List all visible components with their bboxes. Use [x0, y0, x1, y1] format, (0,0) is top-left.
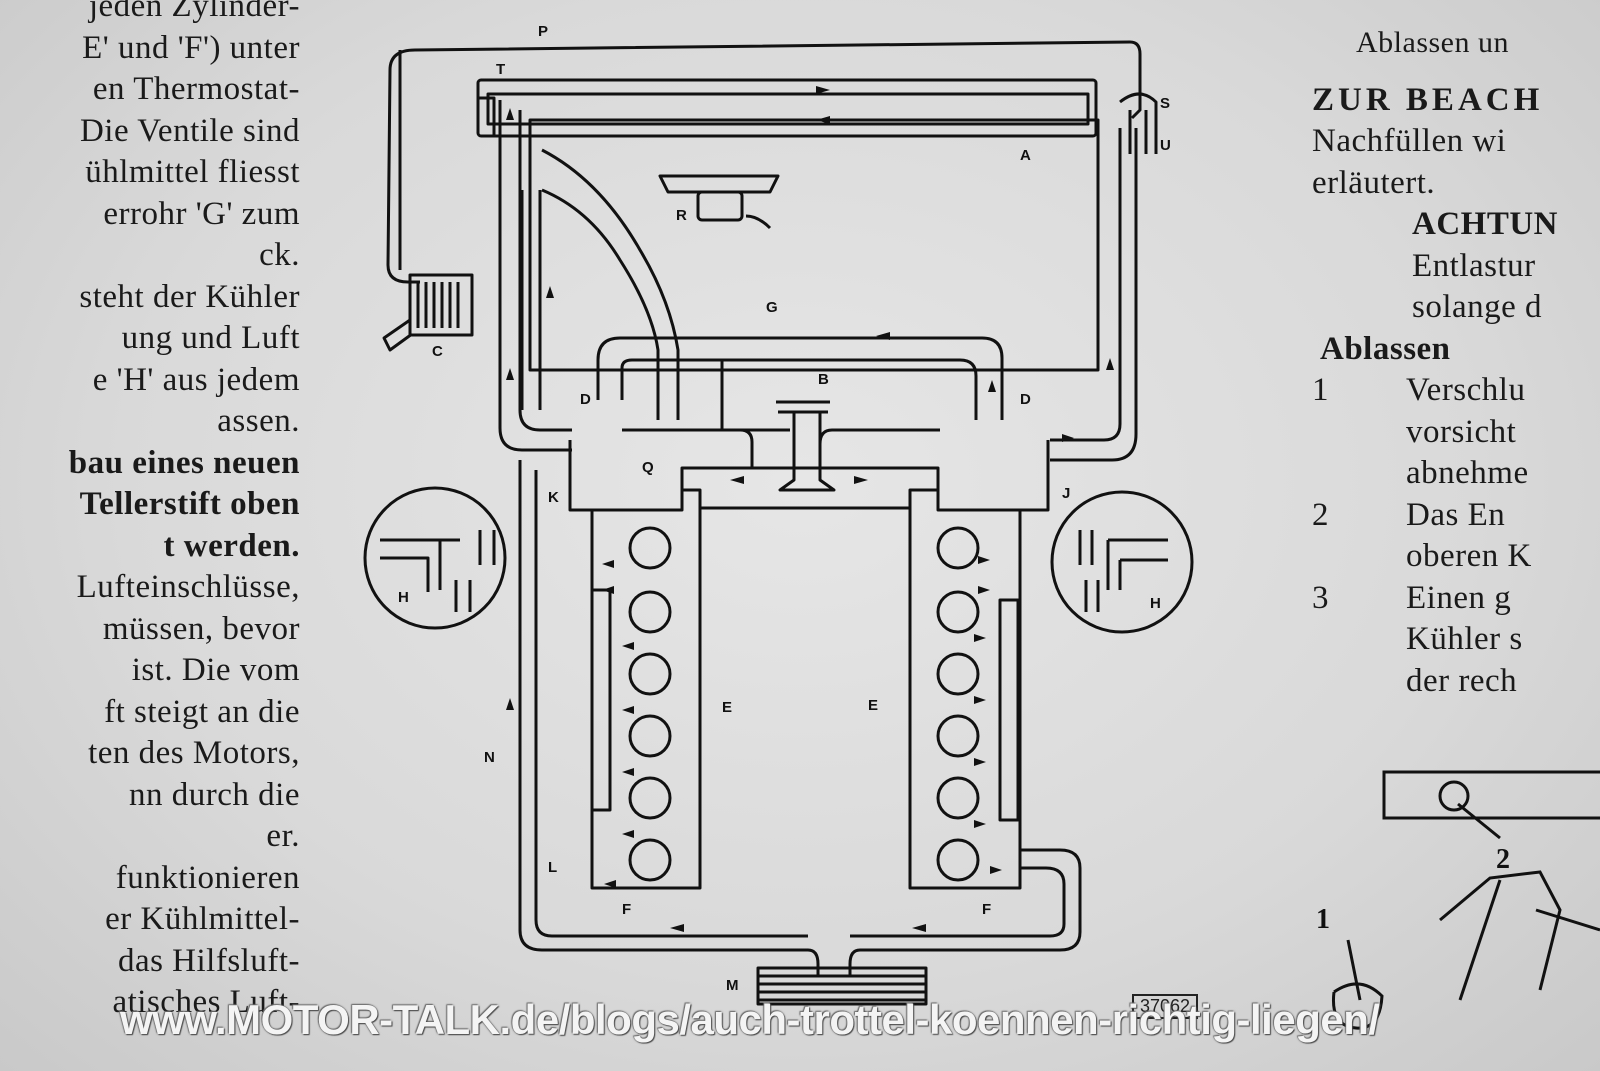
- right-text-line: Nachfüllen wi: [1312, 123, 1507, 159]
- left-text-line: er Kühlmittel-: [105, 901, 300, 937]
- step-text: Kühler s: [1406, 621, 1523, 657]
- step-line: oberen K: [1312, 536, 1600, 578]
- label-e-left: E: [722, 699, 732, 716]
- expansion-reservoir: [528, 118, 1100, 372]
- label-h-right: H: [1150, 595, 1161, 612]
- right-text-column: Ablassen un ZUR BEACH Nachfüllen wi erlä…: [1312, 22, 1600, 702]
- label-j: J: [1062, 485, 1070, 502]
- label-m: M: [726, 977, 739, 994]
- label-f-right: F: [982, 901, 991, 918]
- step-line: vorsicht: [1312, 412, 1600, 454]
- left-text-line: nn durch die: [129, 776, 300, 813]
- hose-p: [414, 40, 1142, 120]
- achtung-heading: ACHTUN: [1412, 206, 1559, 242]
- left-text-line: das Hilfsluft-: [117, 942, 300, 979]
- cylinder-bank-right: [936, 526, 980, 882]
- cylinder-bank-left: [628, 526, 672, 882]
- left-text-line: Tellerstift oben: [79, 486, 300, 522]
- step-text: vorsicht: [1406, 413, 1517, 450]
- left-text-line: ft steigt an die: [104, 693, 300, 730]
- partial-figure: 2 1: [1316, 770, 1600, 1030]
- left-text-line: atisches Luft-: [112, 984, 300, 1020]
- left-text-line: ck.: [259, 237, 300, 273]
- heater-c: [408, 273, 474, 337]
- callout-2: 2: [1496, 844, 1510, 875]
- radiator-core: [756, 966, 928, 1006]
- left-text-line: en Thermostat-: [92, 71, 300, 107]
- cooling-system-diagram: P T S U A R C G B D D Q K J H H E E N L …: [363, 23, 1194, 1006]
- label-a: A: [1020, 147, 1031, 164]
- step-line: 2 Das En: [1312, 495, 1600, 537]
- left-text-line: ist. Die vom: [131, 652, 300, 688]
- left-text-line: e 'H' aus jedem: [92, 361, 300, 398]
- inset-circle-right: [1050, 490, 1194, 634]
- left-text-line: jeden Zylinder-: [88, 0, 300, 24]
- hose-to-c: [386, 48, 420, 284]
- step-line: Kühler s: [1312, 619, 1600, 661]
- label-d-left: D: [580, 391, 591, 408]
- step-text: Einen g: [1406, 579, 1512, 616]
- left-text-line: funktionieren: [115, 859, 300, 896]
- label-k: K: [548, 489, 559, 506]
- step-text: oberen K: [1406, 538, 1532, 574]
- section-heading: Ablassen un: [1356, 26, 1509, 59]
- step-line: 3 Einen g: [1312, 578, 1600, 620]
- step-text: Verschlu: [1406, 372, 1526, 408]
- label-c: C: [432, 343, 443, 360]
- step-number: 3: [1312, 579, 1329, 616]
- left-text-line: t werden.: [163, 527, 300, 564]
- header-tank: [476, 78, 1098, 138]
- flow-arrows: [506, 86, 1114, 932]
- achtung-text: solange d: [1412, 289, 1543, 325]
- label-h-left: H: [398, 589, 409, 606]
- zur-beachtung-heading: ZUR BEACH: [1312, 81, 1544, 118]
- ablassen-steps: 1 Verschlu vorsicht abnehme 2 Das En oberen K 3…: [1312, 370, 1600, 702]
- step-number: 2: [1312, 496, 1329, 533]
- step-text: abnehme: [1406, 455, 1529, 491]
- ablassen-heading: Ablassen: [1320, 330, 1451, 367]
- step-line: abnehme: [1312, 453, 1600, 495]
- label-g: G: [766, 299, 778, 316]
- label-b: B: [818, 371, 829, 388]
- left-text-line: Die Ventile sind: [79, 112, 300, 149]
- step-line: 1 Verschlu: [1312, 370, 1600, 412]
- label-s: S: [1160, 95, 1170, 112]
- left-text-line: ten des Motors,: [88, 735, 300, 771]
- callout-1: 1: [1316, 904, 1330, 935]
- label-l: L: [548, 859, 557, 876]
- label-f-left: F: [622, 901, 631, 918]
- right-text-line: erläutert.: [1312, 164, 1436, 201]
- achtung-text: Entlastur: [1412, 247, 1536, 284]
- left-text-line: E' und 'F') unter: [82, 29, 300, 66]
- label-r: R: [676, 207, 687, 224]
- label-d-right: D: [1020, 391, 1031, 408]
- step-text: Das En: [1406, 496, 1506, 533]
- label-q: Q: [642, 459, 654, 476]
- bypass-pipe: [541, 148, 680, 420]
- step-line: der rech: [1312, 661, 1600, 703]
- left-text-line: ühlmittel fliesst: [85, 154, 300, 190]
- left-text-line: steht der Kühler: [79, 278, 300, 315]
- figure-number: 37062: [1132, 994, 1199, 1019]
- left-text-line: er.: [266, 818, 300, 854]
- label-t: T: [496, 61, 505, 78]
- label-n: N: [484, 749, 495, 766]
- left-text-line: ung und Luft: [121, 320, 300, 356]
- label-e-right: E: [868, 697, 878, 714]
- left-text-line: Lufteinschlüsse,: [76, 569, 300, 605]
- left-text-line: assen.: [217, 403, 300, 439]
- left-text-column: jeden Zylinder- E' und 'F') unter en Therm…: [0, 0, 300, 1024]
- label-u: U: [1160, 137, 1171, 154]
- step-number: 1: [1312, 372, 1329, 408]
- left-text-line: müssen, bevor: [102, 610, 300, 647]
- step-text: der rech: [1406, 662, 1518, 699]
- left-text-line: bau eines neuen: [68, 444, 300, 481]
- left-text-line: errohr 'G' zum: [103, 195, 300, 232]
- watermark-url: www.MOTOR-TALK.de/blogs/auch-trottel-koe…: [120, 996, 1380, 1043]
- fan-r: [658, 174, 780, 194]
- inset-circle-left: [363, 486, 507, 630]
- label-p: P: [538, 23, 548, 40]
